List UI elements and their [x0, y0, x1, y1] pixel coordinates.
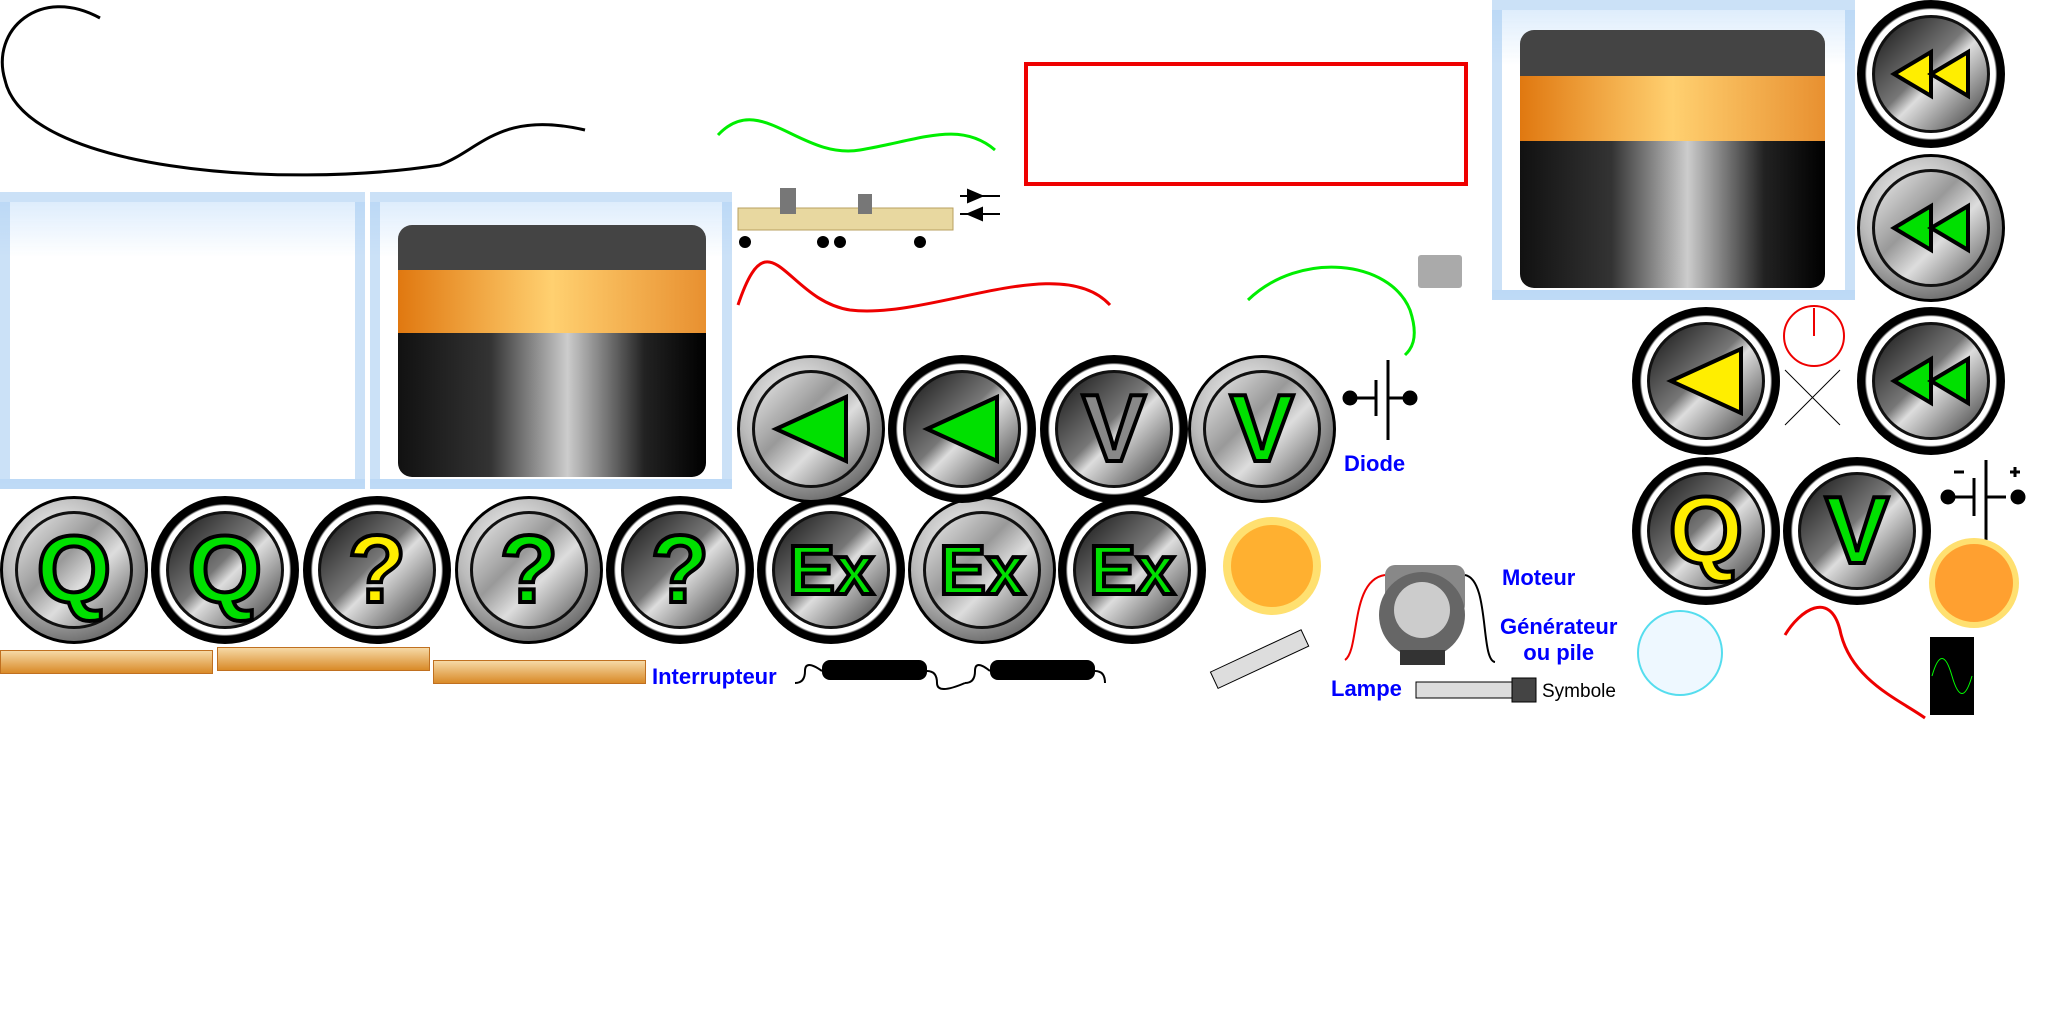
row2-button-back-triangle[interactable] [737, 355, 885, 503]
lamp-symbol-bar [1415, 681, 1517, 699]
plank [0, 650, 213, 674]
plank [217, 647, 430, 671]
red-frame [1024, 62, 1468, 186]
oscilloscope-icon [1930, 637, 1974, 715]
button-glyph: ? [649, 516, 712, 623]
row1-button-ex[interactable]: Ex [1058, 496, 1206, 644]
button-glyph: V [1228, 375, 1296, 482]
button-glyph: Ex [937, 531, 1027, 609]
black-wire [0, 5, 586, 177]
right-button-rewind[interactable] [1857, 0, 2005, 148]
row1-button-help[interactable]: ? [303, 496, 451, 644]
plank [433, 660, 646, 684]
button-glyph: ? [498, 516, 561, 623]
green-wire-2 [1246, 265, 1416, 357]
rewind-icon [1890, 355, 1970, 407]
diode-symbol-icon [960, 188, 1000, 222]
lamp-lit-icon [1223, 517, 1321, 615]
row2-button-v[interactable]: V [1188, 355, 1336, 503]
magnet-icon [1418, 255, 1462, 288]
right-button-q[interactable]: Q [1632, 457, 1780, 605]
battery-image [398, 225, 706, 477]
row2-button-back-triangle[interactable] [888, 355, 1036, 503]
row1-button-help[interactable]: ? [455, 496, 603, 644]
cross-icon [1784, 369, 1841, 426]
clock-icon [1783, 305, 1845, 367]
red-wire [736, 260, 1112, 313]
empty-glass-tank [0, 192, 365, 489]
button-glyph: Q [35, 516, 114, 623]
breadboard-icon [737, 188, 954, 248]
button-glyph: V [1080, 375, 1148, 482]
button-glyph: Q [1667, 477, 1746, 584]
back-icon [922, 393, 999, 465]
lamp-lit-icon-2 [1929, 538, 2019, 628]
button-glyph: Ex [786, 531, 876, 609]
right-button-rewind[interactable] [1857, 154, 2005, 302]
switch-icon [794, 660, 1106, 690]
right-button-back-triangle[interactable] [1632, 307, 1780, 455]
back-icon [771, 393, 848, 465]
lamp-off-icon [1637, 610, 1723, 696]
row1-button-help[interactable]: ? [606, 496, 754, 644]
fuse-icon [1209, 629, 1310, 690]
label-diode: Diode [1344, 451, 1406, 476]
label-moteur: Moteur [1502, 565, 1576, 590]
battery-symbol-icon [1342, 360, 1418, 440]
button-glyph: Ex [1087, 531, 1177, 609]
row1-button-ex[interactable]: Ex [757, 496, 905, 644]
label-lampe: Lampe [1331, 676, 1402, 701]
motor-icon [1344, 565, 1496, 665]
rewind-icon [1890, 202, 1970, 254]
red-wire-2 [1783, 605, 1926, 720]
rewind-icon [1890, 48, 1970, 100]
right-button-v[interactable]: V [1783, 457, 1931, 605]
battery-symbol-icon-2 [1940, 460, 2026, 540]
row1-button-q[interactable]: Q [0, 496, 148, 644]
right-button-rewind[interactable] [1857, 307, 2005, 455]
label-generateur: Générateur ou pile [1500, 614, 1618, 666]
green-wire [716, 118, 996, 153]
label-interrupteur: Interrupteur [652, 664, 777, 689]
battery-image-2 [1520, 30, 1825, 288]
back-icon [1666, 345, 1743, 417]
row1-button-q[interactable]: Q [151, 496, 299, 644]
row1-button-ex[interactable]: Ex [908, 496, 1056, 644]
row2-button-v[interactable]: V [1040, 355, 1188, 503]
button-glyph: ? [346, 516, 409, 623]
button-glyph: Q [186, 516, 265, 623]
label-symbole: Symbole [1542, 681, 1616, 702]
button-glyph: V [1823, 477, 1891, 584]
